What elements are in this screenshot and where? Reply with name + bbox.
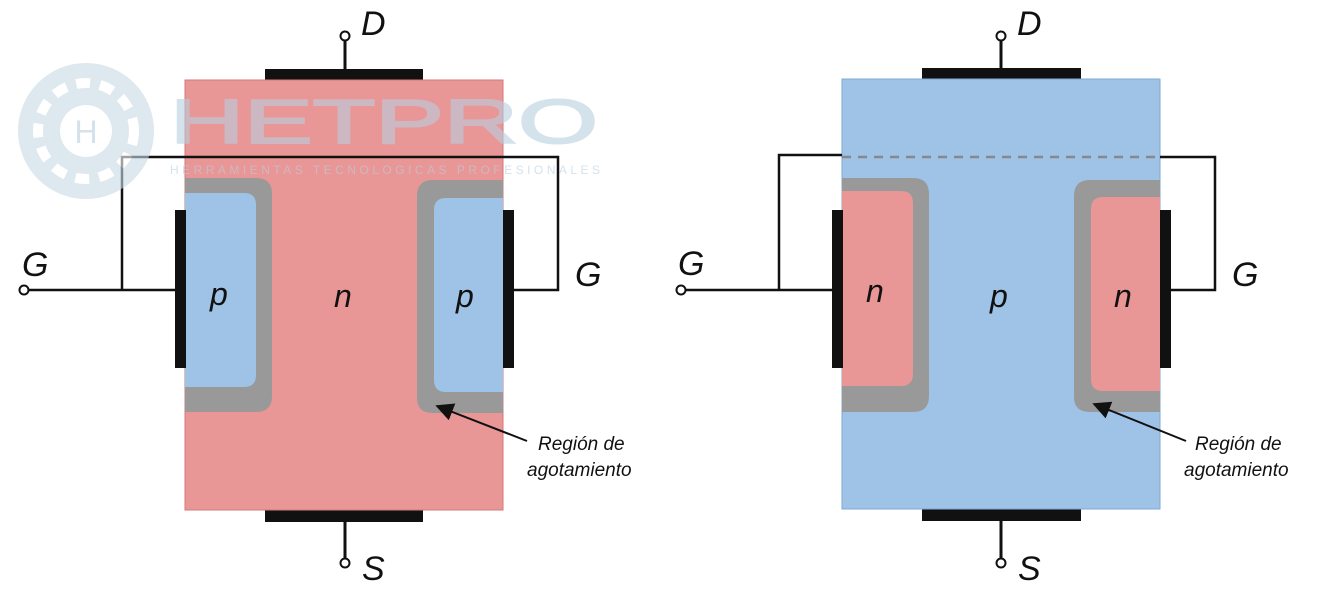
channel-label: p [989, 278, 1008, 314]
annotation-line-1: Región de [1195, 434, 1282, 455]
watermark-tagline: HERRAMIENTAS TECNOLOGICAS PROFESIONALES [170, 163, 600, 177]
gate-label-left: G [678, 245, 704, 283]
gate-contact-right [1160, 210, 1171, 368]
watermark-brand: HETPRO [170, 88, 598, 157]
channel-label: n [334, 278, 352, 314]
gate-contact-left [175, 210, 186, 368]
logo-letter: H [74, 114, 97, 150]
annotation-arrow [1092, 401, 1187, 442]
gate-region-label-right: p [455, 278, 474, 314]
gate-label-left: G [22, 246, 48, 284]
annotation-line-1: Región de [538, 434, 625, 455]
p-region-right [434, 198, 503, 392]
gate-label-right: G [575, 256, 601, 294]
annotation-line-2: agotamiento [527, 460, 632, 481]
gate-interconnect-right [1160, 155, 1217, 292]
source-terminal [995, 557, 1007, 569]
annotation-arrow [435, 403, 528, 442]
source-terminal [339, 557, 351, 569]
gate-label-right: G [1232, 256, 1258, 294]
gate-region-label-left: n [866, 273, 884, 309]
n-region-right [1091, 197, 1160, 391]
drain-label: D [361, 5, 386, 43]
gate-region-label-left: p [209, 276, 228, 312]
gate-terminal [675, 284, 687, 296]
hetpro-watermark: H HETPRO HERRAMIENTAS TECNOLOGICAS PROFE… [18, 63, 600, 199]
drain-label: D [1017, 5, 1042, 43]
gate-interconnect-left [777, 153, 842, 290]
source-label: S [1018, 550, 1041, 588]
source-contact [922, 509, 1081, 521]
drain-contact [265, 69, 423, 81]
gate-terminal [18, 284, 30, 296]
source-label: S [362, 550, 385, 588]
source-contact [265, 510, 423, 522]
gate-region-label-right: n [1114, 278, 1132, 314]
drain-contact [922, 68, 1081, 80]
p-channel-jfet: D S G G p n n Región de agotamiento [675, 5, 1289, 588]
gate-contact-left [832, 210, 843, 368]
annotation-line-2: agotamiento [1184, 460, 1289, 481]
drain-terminal [339, 30, 351, 42]
drain-terminal [995, 30, 1007, 42]
n-region-left [842, 191, 913, 386]
p-region-left [185, 193, 256, 387]
gear-icon: H [18, 63, 154, 199]
gate-contact-right [503, 210, 514, 368]
n-channel-jfet: D S G G n p p Región de agotamiento [18, 5, 632, 588]
